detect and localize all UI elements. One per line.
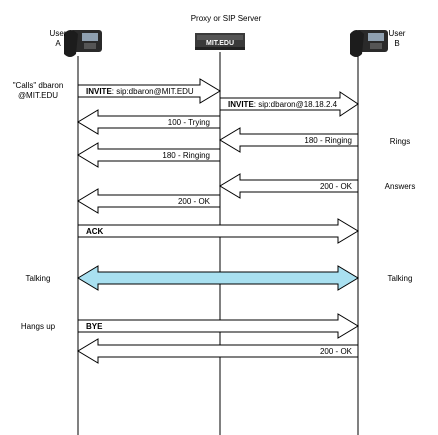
invite-to-user-b-arrow [219, 91, 359, 117]
media-stream-arrow [77, 265, 359, 291]
hangs-up-note: Hangs up [21, 322, 56, 331]
proxy-device-text: MIT.EDU [206, 40, 234, 47]
trying-arrow [77, 109, 221, 135]
ok-to-user-a-label: 200 - OK [178, 197, 211, 206]
ringing-to-proxy-label: 180 - Ringing [304, 136, 352, 145]
bye-label: BYE [86, 322, 103, 331]
ringing-to-proxy-arrow [219, 127, 359, 153]
answers-note: Answers [385, 182, 416, 191]
calls-note-line2: @MIT.EDU [18, 91, 58, 100]
user-a-label-line2: A [55, 39, 61, 48]
invite-to-proxy-arrow [77, 78, 221, 104]
user-a-phone-icon [64, 30, 102, 57]
talking-note-right: Talking [388, 274, 413, 283]
calls-note-line1: "Calls" dbaron [13, 81, 64, 90]
proxy-title: Proxy or SIP Server [191, 14, 262, 23]
user-a-label-line1: User [50, 29, 67, 38]
ok-to-proxy-label: 200 - OK [320, 182, 353, 191]
ringing-to-user-a-arrow [77, 142, 221, 168]
invite-to-user-b-label: INVITE: sip:dbaron@18.18.2.4 [228, 100, 338, 109]
rings-note: Rings [390, 137, 410, 146]
ringing-to-user-a-label: 180 - Ringing [162, 151, 210, 160]
ok-bye-label: 200 - OK [320, 347, 353, 356]
ack-arrow [77, 218, 359, 244]
ok-to-user-a-arrow [77, 188, 221, 214]
bye-arrow [77, 313, 359, 339]
user-b-phone-icon [350, 30, 388, 57]
invite-to-proxy-label: INVITE: sip:dbaron@MIT.EDU [86, 87, 194, 96]
ok-bye-arrow [77, 338, 359, 364]
talking-note-left: Talking [26, 274, 51, 283]
ok-to-proxy-arrow [219, 173, 359, 199]
ack-label: ACK [86, 227, 104, 236]
user-b-label-line2: B [394, 39, 399, 48]
proxy-server-icon [195, 33, 245, 50]
user-b-label-line1: User [389, 29, 406, 38]
trying-label: 100 - Trying [168, 118, 210, 127]
